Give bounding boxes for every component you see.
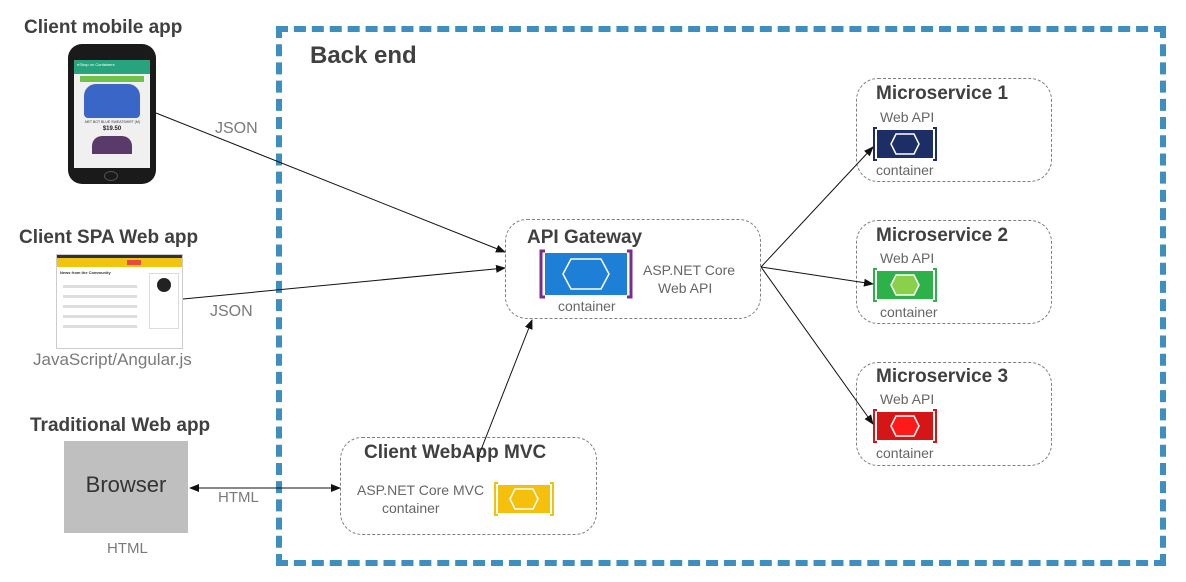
spa-subtitle: JavaScript/Angular.js — [33, 350, 192, 369]
spa-screenshot: News from the Community — [56, 254, 183, 349]
webapp-mvc-tech-line1: ASP.NET Core MVC — [357, 482, 485, 498]
phone-caption: .NET BOT BLUE SWEATSHIRT (M) — [84, 120, 140, 124]
backend-title: Back end — [310, 42, 417, 69]
mobile-client-title: Client mobile app — [24, 17, 183, 38]
arrow-mobile-to-gateway — [155, 112, 506, 253]
spa-sidebar-card — [149, 273, 179, 329]
spa-site-header — [57, 258, 182, 267]
microservice-1-container-icon — [873, 127, 937, 161]
spa-row-3 — [63, 305, 137, 308]
microservice-3-title: Microservice 3 — [876, 366, 1009, 387]
microservice-3-container-icon — [873, 409, 937, 443]
arrow-gateway-to-ms1 — [760, 146, 874, 268]
api-gateway-tech-line2: Web API — [658, 280, 713, 296]
phone-home-button — [104, 171, 118, 181]
phone-product-image — [92, 136, 132, 154]
arrow-spa-to-gateway — [182, 264, 506, 300]
microservice-2-container-label: container — [880, 304, 938, 320]
api-gateway-tech-line1: ASP.NET Core — [643, 262, 736, 278]
backend-boundary — [276, 26, 1166, 566]
traditional-client-title: Traditional Web app — [30, 415, 211, 436]
webapp-mvc-tech-line2: container — [382, 500, 440, 516]
html-arrow-label: HTML — [218, 489, 259, 506]
spa-json-label: JSON — [210, 303, 253, 320]
browser-label: Browser — [85, 472, 167, 497]
microservice-2-api-label: Web API — [880, 250, 935, 266]
microservice-1-title: Microservice 1 — [876, 83, 1009, 104]
spa-row-1 — [63, 285, 137, 288]
microservice-1-container-label: container — [876, 162, 934, 178]
microservice-3-api-label: Web API — [880, 391, 935, 407]
api-gateway-title: API Gateway — [527, 227, 643, 248]
spa-row-4 — [63, 315, 137, 318]
microservice-1-api-label: Web API — [880, 109, 935, 125]
microservice-2-box — [856, 220, 1052, 324]
phone-image: eShop on Containers .NET BOT BLUE SWEATS… — [68, 44, 156, 184]
mobile-json-label: JSON — [215, 120, 258, 137]
spa-news-heading: News from the Community — [60, 270, 111, 275]
arrow-gateway-to-ms3 — [760, 266, 874, 425]
spa-browser-bar — [57, 255, 182, 258]
phone-app-header: eShop on Containers — [74, 60, 150, 74]
microservice-1-box — [856, 78, 1052, 182]
spa-client-title: Client SPA Web app — [19, 227, 199, 248]
sweatshirt-image — [84, 84, 140, 118]
microservice-3-box — [856, 362, 1052, 466]
spa-row-2 — [63, 295, 137, 298]
phone-price: $19.50 — [102, 126, 122, 132]
webapp-mvc-title: Client WebApp MVC — [364, 442, 547, 463]
spa-row-5 — [63, 325, 137, 328]
spa-avatar — [157, 278, 171, 292]
phone-screen: eShop on Containers .NET BOT BLUE SWEATS… — [74, 60, 150, 168]
arrow-mvc-to-gateway — [476, 319, 533, 461]
webapp-mvc-container-icon — [494, 482, 554, 516]
spa-header-button — [127, 260, 141, 265]
arrow-gateway-to-ms2 — [760, 266, 874, 287]
phone-banner — [80, 76, 144, 82]
browser-box — [64, 441, 188, 533]
microservice-3-container-label: container — [876, 445, 934, 461]
traditional-subtitle: HTML — [107, 540, 148, 557]
api-gateway-container-icon — [539, 249, 633, 299]
api-gateway-container-label: container — [558, 298, 616, 314]
microservice-2-container-icon — [873, 268, 937, 302]
microservice-2-title: Microservice 2 — [876, 225, 1009, 246]
